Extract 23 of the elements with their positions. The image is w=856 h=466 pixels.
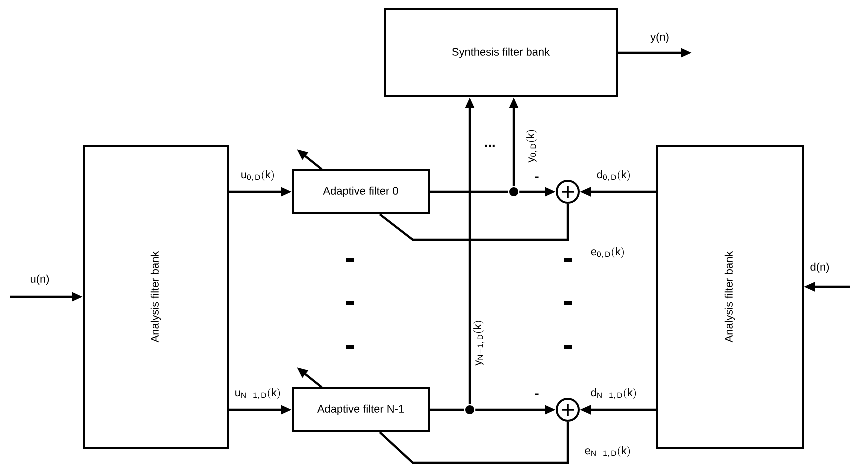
edge-label: $\mathrm{y_{N-1,\,D}(k)}$ — [472, 319, 486, 367]
filter-box: Adaptive filter N-1 — [292, 388, 430, 432]
edge-label: y(n) — [650, 32, 670, 44]
edge-label: $\mathrm{e_{0,\,D}(k)}$ — [590, 246, 626, 260]
edge-label: $\mathrm{y_{0,\,D}(k)}$ — [525, 128, 539, 164]
junction-dot — [510, 188, 518, 196]
edge-label: u(n) — [29, 274, 51, 286]
junction-dot — [466, 406, 474, 414]
filter-bank-box: Analysis filter bank — [83, 145, 229, 449]
edge-label: $\mathrm{u_{N-1,\,D}(k)}$ — [234, 387, 282, 401]
ellipsis-mark: ... — [485, 144, 495, 148]
edge-label: $\mathrm{d_{N-1,\,D}(k)}$ — [590, 387, 638, 401]
summing-junction — [556, 180, 580, 204]
filter-bank-box: Synthesis filter bank — [384, 8, 618, 98]
filter-bank-box: Analysis filter bank — [656, 145, 804, 449]
minus-sign: - — [535, 176, 539, 178]
minus-sign: - — [535, 394, 539, 396]
edge-label: d(n) — [809, 262, 831, 274]
edge-label: $\mathrm{d_{0,\,D}(k)}$ — [596, 169, 632, 183]
summing-junction — [556, 398, 580, 422]
edge-label: $\mathrm{e_{N-1,\,D}(k)}$ — [584, 445, 632, 459]
edge-label: $\mathrm{u_{0,\,D}(k)}$ — [240, 169, 276, 183]
filter-box: Adaptive filter 0 — [292, 170, 430, 214]
